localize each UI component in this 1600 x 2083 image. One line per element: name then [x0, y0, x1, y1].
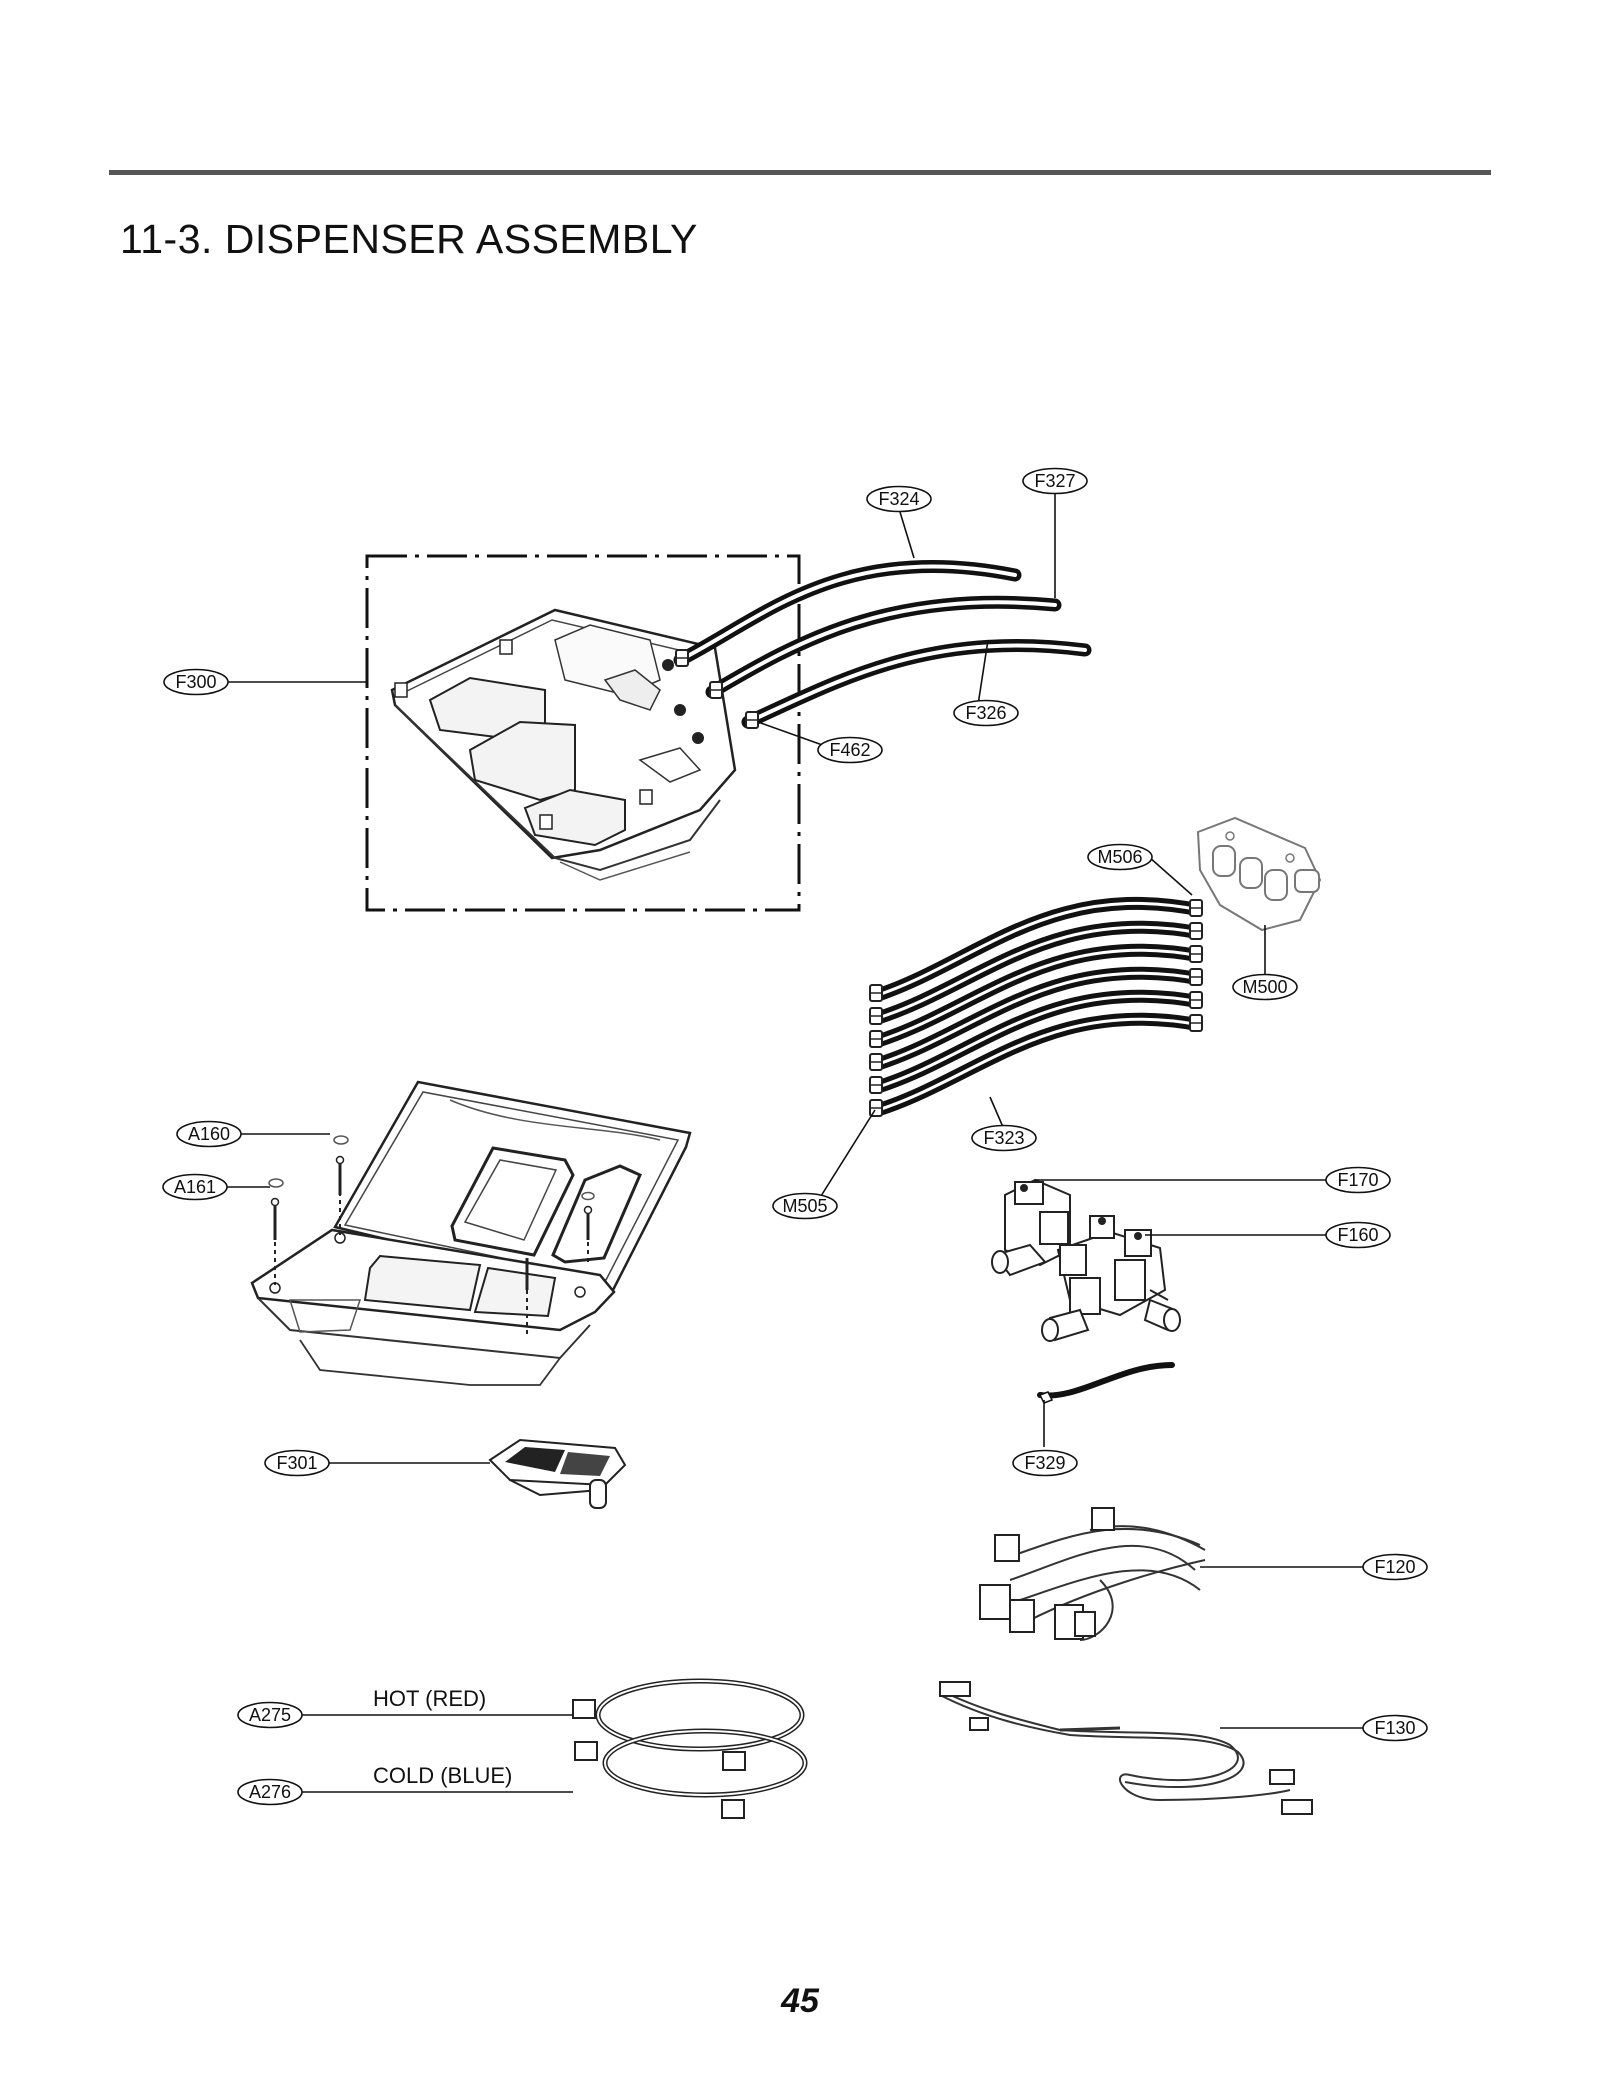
callout-label: A160	[188, 1124, 230, 1144]
callout-F323: F323	[971, 1124, 1037, 1152]
page-number: 45	[781, 1982, 819, 2020]
callout-F130: F130	[1362, 1714, 1428, 1742]
hot-hose-note: HOT (RED)	[373, 1686, 486, 1711]
callout-F326: F326	[953, 699, 1019, 727]
callout-M500: M500	[1232, 973, 1298, 1001]
header-rule	[109, 170, 1491, 175]
hose-manifold	[1196, 816, 1322, 932]
hose-bundle	[869, 896, 1203, 1117]
water-inlet-valves	[991, 1178, 1181, 1342]
wiring-harness	[939, 1681, 1313, 1815]
callout-label: A276	[249, 1782, 291, 1802]
callout-F329: F329	[1012, 1449, 1078, 1477]
callout-label: F130	[1374, 1718, 1415, 1738]
page-title: 11-3. DISPENSER ASSEMBLY	[120, 216, 698, 262]
dispenser-cover-assembly	[250, 1080, 692, 1386]
callout-label: F323	[983, 1128, 1024, 1148]
callout-label: A161	[174, 1177, 216, 1197]
small-drawer-part	[488, 1438, 627, 1509]
callout-A160: A160	[176, 1120, 242, 1148]
inlet-hoses	[572, 1678, 808, 1819]
callout-A276: A276	[237, 1778, 303, 1806]
callout-label: F300	[175, 672, 216, 692]
callout-A275: A275	[237, 1701, 303, 1729]
callout-label: F327	[1034, 471, 1075, 491]
connector-harness	[979, 1507, 1206, 1641]
leader-lines	[225, 494, 1370, 1793]
dispenser-housing-assembly	[365, 554, 801, 912]
callout-label: A275	[249, 1705, 291, 1725]
callout-F324: F324	[866, 485, 932, 513]
callout-label: F120	[1374, 1557, 1415, 1577]
callout-F327: F327	[1022, 467, 1088, 495]
upper-hoses	[673, 559, 1092, 729]
small-tube	[1037, 1362, 1175, 1404]
callout-F300: F300	[163, 668, 229, 696]
callout-label: M506	[1097, 847, 1142, 867]
callout-label: F462	[829, 740, 870, 760]
callout-label: F301	[276, 1453, 317, 1473]
callout-F160: F160	[1325, 1221, 1391, 1249]
callout-label: M505	[782, 1196, 827, 1216]
callout-F462: F462	[817, 736, 883, 764]
callout-label: F160	[1337, 1225, 1378, 1245]
callout-label: F170	[1337, 1170, 1378, 1190]
callout-label: F324	[878, 489, 919, 509]
callout-M505: M505	[772, 1192, 838, 1220]
callout-label: F326	[965, 703, 1006, 723]
callout-F301: F301	[264, 1449, 330, 1477]
callout-F120: F120	[1362, 1553, 1428, 1581]
callout-F170: F170	[1325, 1166, 1391, 1194]
callout-label: F329	[1024, 1453, 1065, 1473]
callout-M506: M506	[1087, 843, 1153, 871]
cold-hose-note: COLD (BLUE)	[373, 1763, 512, 1788]
callout-label: M500	[1242, 977, 1287, 997]
callout-A161: A161	[162, 1173, 228, 1201]
